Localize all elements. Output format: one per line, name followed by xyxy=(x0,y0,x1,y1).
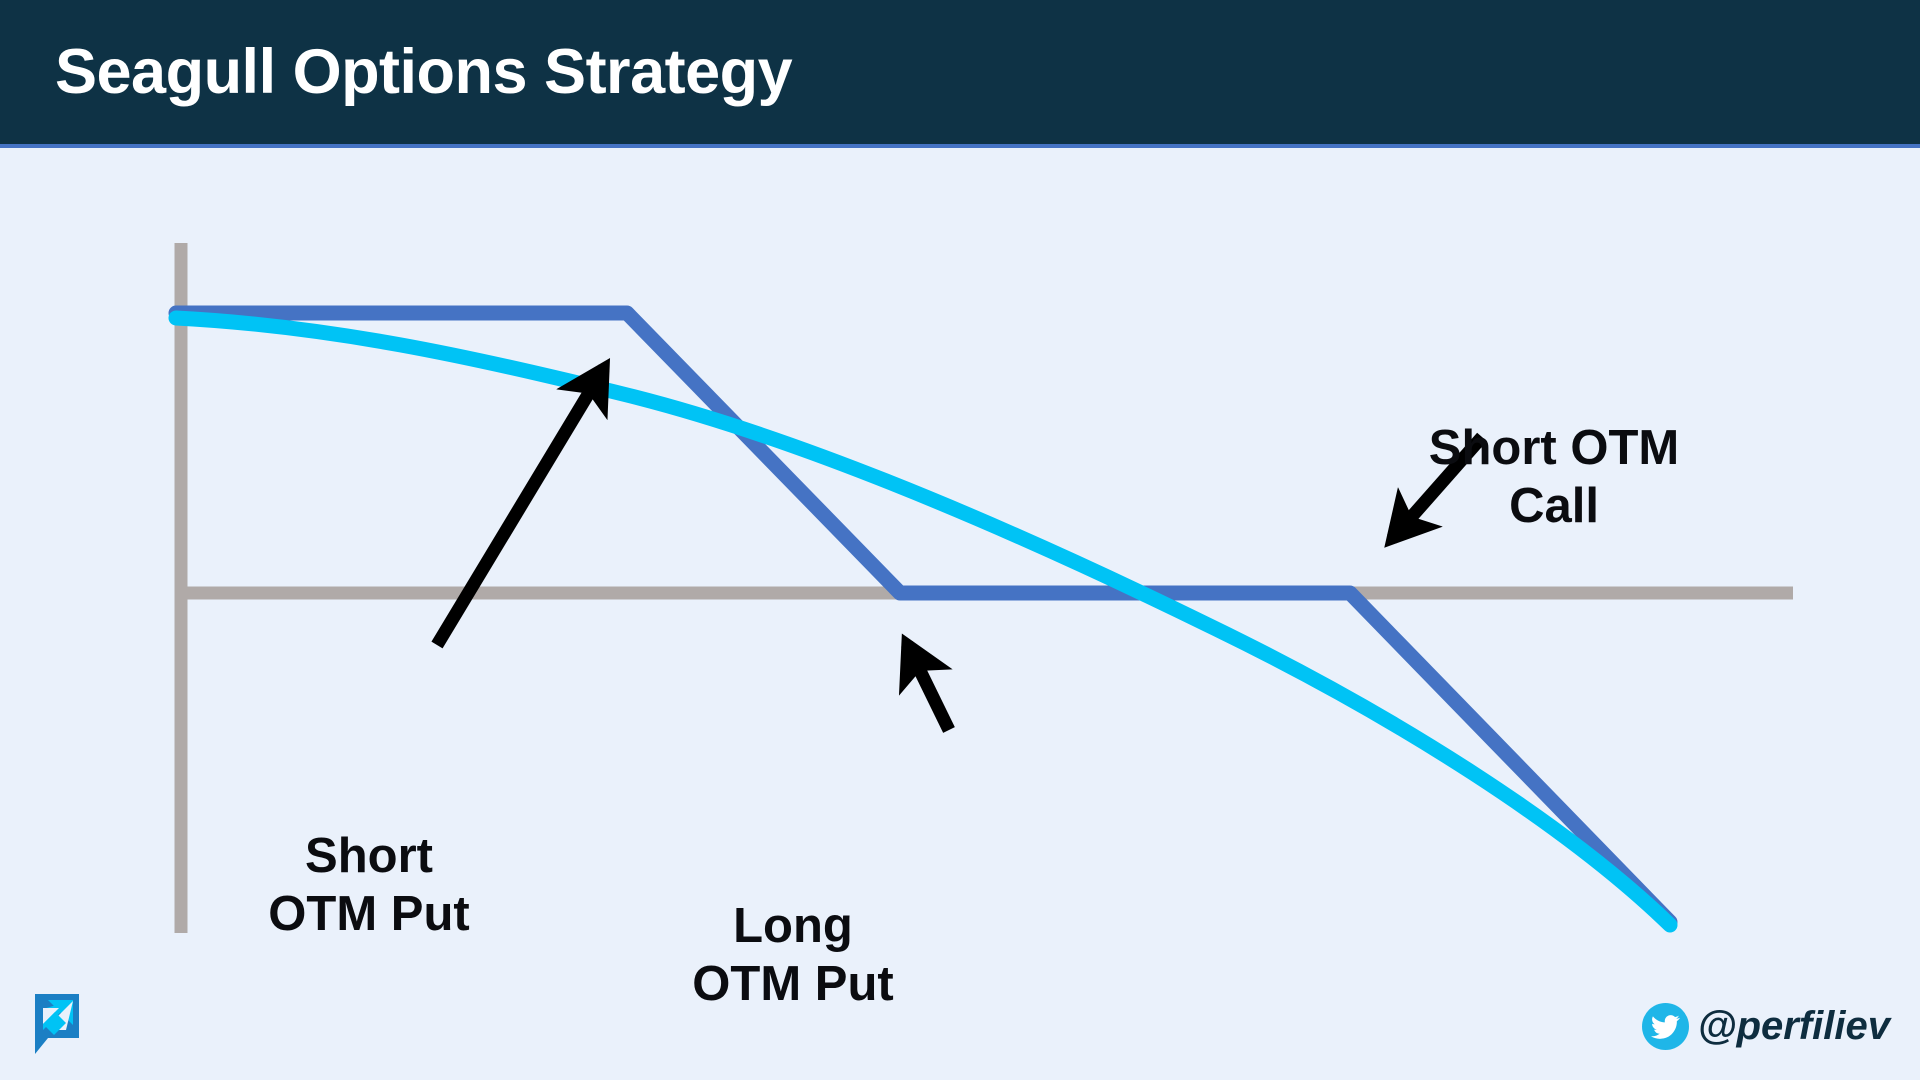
annotation-label-short-otm-call: Short OTM Call xyxy=(1428,421,1680,533)
chart-area: Short OTM Put Long OTM Put Short OTM Cal… xyxy=(0,148,1920,1080)
annotation-label-short-otm-put: Short OTM Put xyxy=(268,829,470,941)
twitter-handle-text: @perfiliev xyxy=(1697,1003,1890,1048)
header-bar: Seagull Options Strategy xyxy=(0,0,1920,148)
payoff-diagram-svg xyxy=(168,243,1793,933)
twitter-bird-icon xyxy=(1641,1002,1689,1050)
annotation-label-long-otm-put: Long OTM Put xyxy=(692,899,894,1011)
page-title: Seagull Options Strategy xyxy=(55,37,793,107)
payoff-at-expiry-line xyxy=(168,305,1678,930)
perfiliev-speech-bubble-logo-icon xyxy=(35,994,79,1054)
twitter-credit[interactable]: @perfiliev xyxy=(1641,1000,1890,1052)
short-otm-call-arrow xyxy=(1384,432,1487,548)
long-otm-put-arrow xyxy=(898,633,955,733)
payoff-today-curve xyxy=(168,310,1678,933)
short-otm-put-arrow xyxy=(431,357,611,649)
